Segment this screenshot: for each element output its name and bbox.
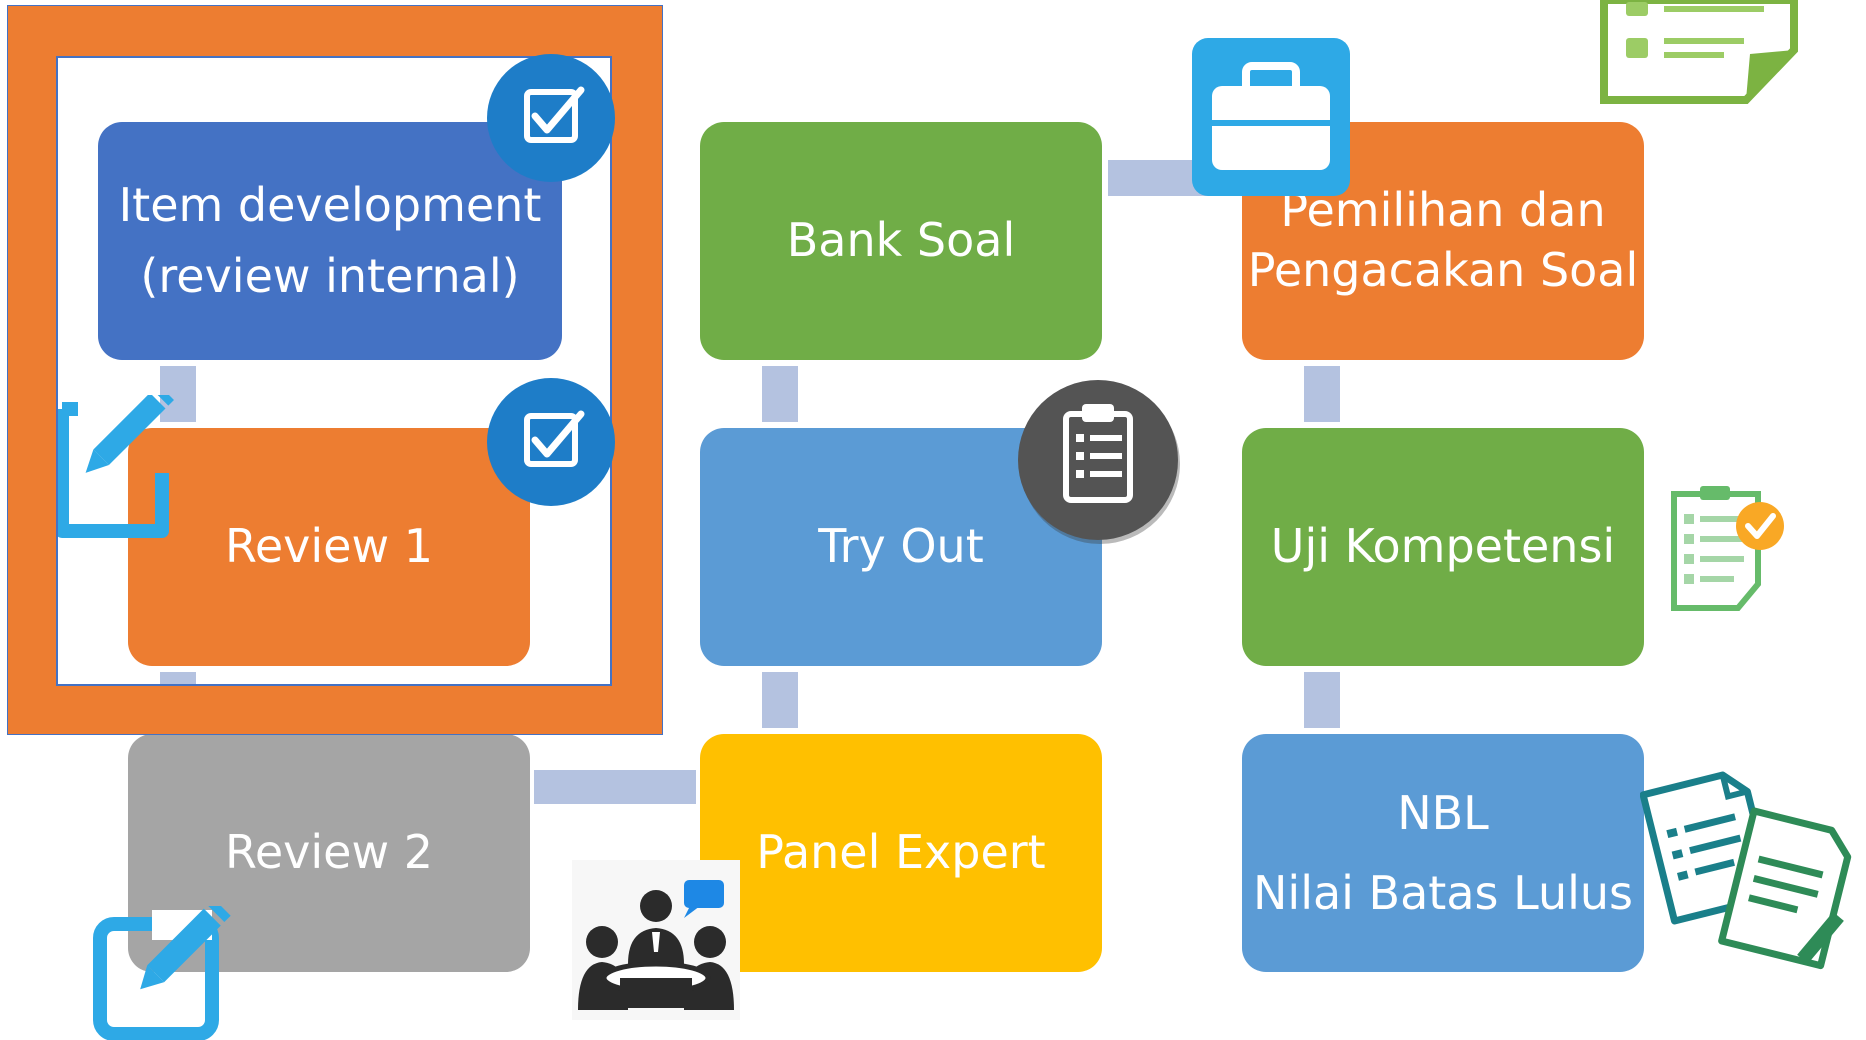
connector — [762, 366, 798, 422]
checkbox-icon — [487, 378, 615, 506]
connector — [1304, 672, 1340, 728]
checklist-icon — [1670, 484, 1786, 612]
meeting-icon — [572, 860, 740, 1020]
edit-icon — [58, 395, 178, 541]
item-development-box: Item development (review internal) — [98, 122, 562, 360]
review2-label: Review 2 — [224, 825, 433, 880]
edit-icon — [92, 906, 232, 1040]
item-development-line2: (review internal) — [140, 249, 520, 303]
nbl-box: NBL Nilai Batas Lulus — [1242, 734, 1644, 972]
try-out-label: Try Out — [818, 519, 984, 574]
connector — [1304, 366, 1340, 422]
toolbox-icon — [1192, 38, 1350, 196]
highlight-outline — [7, 5, 663, 735]
review1-label: Review 1 — [224, 519, 433, 574]
clipboard-icon — [1018, 378, 1188, 548]
uji-kompetensi-label: Uji Kompetensi — [1270, 519, 1616, 574]
form-icon — [1600, 0, 1798, 104]
bank-soal-label: Bank Soal — [786, 213, 1016, 268]
highlight-frame — [8, 6, 662, 734]
pemilihan-box: Pemilihan dan Pengacakan Soal — [1242, 122, 1644, 360]
checkbox-icon — [487, 54, 615, 182]
documents-icon — [1640, 760, 1866, 980]
uji-kompetensi-box: Uji Kompetensi — [1242, 428, 1644, 666]
nbl-line1: NBL — [1397, 785, 1489, 840]
connector — [762, 672, 798, 728]
connector — [534, 770, 696, 804]
bank-soal-box: Bank Soal — [700, 122, 1102, 360]
connector — [160, 366, 196, 422]
review1-box: Review 1 — [128, 428, 530, 666]
pemilihan-line2: Pengacakan Soal — [1247, 243, 1639, 297]
panel-expert-box: Panel Expert — [700, 734, 1102, 972]
panel-expert-label: Panel Expert — [756, 825, 1046, 880]
item-development-line1: Item development — [118, 177, 542, 232]
nbl-line2: Nilai Batas Lulus — [1253, 866, 1633, 920]
